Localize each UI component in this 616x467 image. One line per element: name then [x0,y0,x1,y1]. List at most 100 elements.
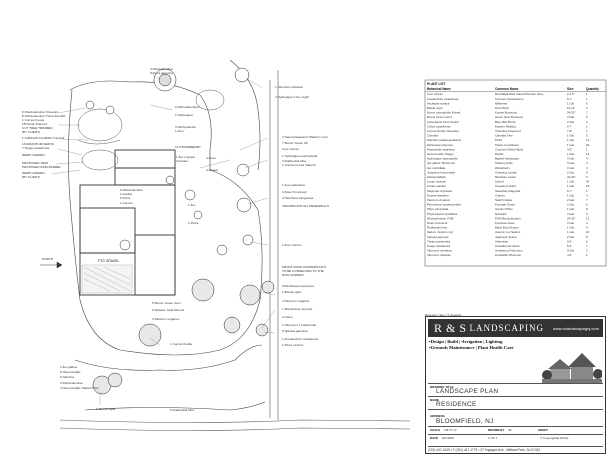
plant-list-cell: Korean Boxwood [495,111,517,115]
plan-label: 20 Echinacea purpurea [282,284,314,288]
plant-list-cell: Switch Grass [495,198,513,202]
plan-label: 7 Buxus 'Green Mt' [282,141,309,145]
plant-list-cell: Juniperus horizontalis [427,170,456,174]
plant-list-cell: Acer rubrum [427,92,443,96]
plan-label: 1 Betula nigra [282,290,301,294]
plan-label: 1 Cornus florida [170,342,192,346]
labels-mid: 4 Rhododendron 4 Pieris japonica 12 Rhod… [120,67,218,225]
plan-label: 4 Rose [206,156,216,160]
house-illustration [542,339,602,383]
plant-list-cell: 3 Gal. [567,115,575,119]
plant-list-cell: 4 [586,161,588,165]
plant-list-cell: Lirope muscari [427,180,446,184]
plant-list-cell: 3 [586,249,588,253]
plan-label: 1 Pinus strobus [282,343,304,347]
plant-list-cell: 1 Gal. [567,138,575,142]
plant-list-cell: Creeping Lilyturf [495,184,516,188]
plan-label: CUT TREE TRIMMED [22,126,53,130]
plant-list-cell: Arrowwood Viburnum [495,249,523,253]
plant-list-cell: 1 Gal. [567,193,575,197]
plant-list-cell: Ilex glabra 'Shamrock' [427,161,456,165]
plant-list-header: Quantity [586,87,599,91]
plan-label: (BY CLIENT) [22,175,40,179]
sheet-caption: SHEET [538,428,549,432]
drawn-by-value: JD [508,428,512,432]
plant-list-cell: Garden Phlox [495,207,513,211]
plant-list-cell: 1 Gal. [567,180,575,184]
plant-list-cell: Creeping Juniper [495,170,517,174]
plant-list-cell: 4 [586,120,588,124]
plan-label: 1 Cornus [120,201,133,205]
plant-list-cell: Caryopteris 'First Choice' [427,120,460,124]
name-row: NAME RESIDENCE [428,396,603,410]
plant-symbols [85,67,275,395]
plant-list-cell: Tsuga canadensis [427,244,451,248]
plan-label: 4 Ilex glabra [60,365,77,369]
plant-list-cell: 2 Gal. [567,198,575,202]
plant-list-cell: Asclepias syriaca [427,101,450,105]
revision-caption: Revision / Sec / T. drawing [425,313,462,317]
plant-list-cell: Cornus florida 'Cherokee' [427,129,460,133]
plan-label: 14 STRAWBERRY [175,145,201,149]
plan-label: 4 Rudbeckia hirta [282,159,306,163]
plan-label: 4 Rhododendron [150,67,173,71]
plant-list-cell: Fountain Grass [495,203,515,207]
plan-label: 6 Rhododendron [120,188,143,192]
plan-label: 3 Azalea [176,159,188,163]
plant-list-cell: 2 Gal. [567,235,575,239]
plant-list-cell: Bigleaf Hydrangea [495,157,519,161]
plant-list-cell: 9 [586,226,588,230]
plant-list-cell: Ilex verticillata [427,166,446,170]
plant-list-cell: 10 [586,230,590,234]
plan-label: 4 Heuchera sanguinea [282,196,313,200]
plan-label: 1 Viburnum plicatum [275,85,304,89]
address-value: BLOOMFIELD, NJ [436,418,494,425]
plan-label: 1 Ilex crenata [176,155,195,159]
plan-label: RAIN GARDEN [282,273,304,277]
date-value: 04/15/09 [442,436,454,440]
plant-list-cell: 3 [586,175,588,179]
plant-list-cell: Eastern Redbud [495,124,516,128]
street-curb [59,70,411,431]
patio [81,264,133,294]
plant-list-cell: Inkberry Holly [495,161,513,165]
plant-list-cell: 1 Gal. [567,134,575,138]
plant-list-cell: 2 Gal. [567,203,575,207]
plant-list-cell: Buxus microphylla 'Kohrei' [427,111,461,115]
leader-lines [51,71,276,405]
plan-label: PROPOSED TRIM [22,161,48,165]
plant-list-cell: Clematis Vine [495,134,513,138]
plant-list-cell: Arborvitae [495,239,509,243]
name-value: RESIDENCE [436,401,477,408]
plant-list-cell: 1 Gal. [567,101,575,105]
plant-list-cell: Pinks [495,138,503,142]
sheet-value: 1 OF 1 [488,436,498,440]
plant-list-cell: 24-30" [567,216,575,220]
plan-label: 4 Hemerocallis 'Stella D'Oro' [60,386,99,390]
plant-list-table: PLANT LIST Botanical Name Common Name Si… [424,79,607,267]
plant-list-cell: 1 Gal. [567,207,575,211]
plant-list-cell: Knockout Rose [495,221,515,225]
labels-left: 8 Rhododendron 'Roseum' 8 Rhododendron '… [22,110,66,179]
plant-list-cell: Spiraea japonica [427,235,449,239]
plan-label: 1 Miscanthus sinensis [282,307,313,311]
plant-list-cell: 4-5' [567,253,572,257]
plan-label: TO BE CONNECTED TO THE [282,269,324,273]
plant-list-cell: 4 [586,193,588,197]
plant-list-cell: Doublefile Viburnum [495,253,522,257]
plant-list-title: PLANT LIST [427,82,445,86]
plant-list-cell: 5 [586,115,588,119]
plant-list-cell: 2 Gal. [567,170,575,174]
plant-list-cell: Echinacea purpurea [427,143,453,147]
plan-label: 1 CORNUS FLORIDA 'Cloud 9' [22,136,65,140]
plan-label: 4 Panicum virgatum [282,299,310,303]
plant-list-cell: Magnolia virginiana [427,189,452,193]
plant-list-cell: 5-6' [567,239,572,243]
plant-list-cell: Kalmia latifolia [427,175,446,179]
plan-label: 1 Hydrangea [175,113,193,117]
house-footprint [79,149,176,296]
plant-list-cell: 24-30" [567,175,575,179]
plant-list-cell: Panicum virgatum [427,198,451,202]
plant-list-cell: Physocarpus opulifolius [427,212,458,216]
plant-list-cell: Nepeta faassenii [427,193,449,197]
